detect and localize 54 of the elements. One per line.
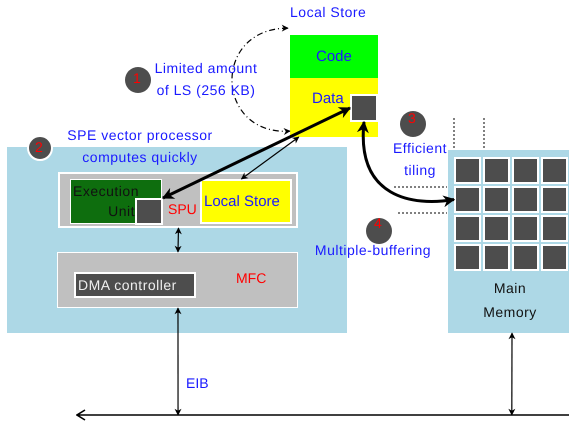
bus-line (76, 409, 569, 421)
arrow (174, 227, 182, 253)
arrow (358, 120, 456, 207)
memory-tile (541, 186, 568, 213)
mfc-box (57, 252, 298, 308)
execution-unit-box (70, 179, 162, 224)
memory-tile (512, 157, 539, 184)
memory-tile (541, 244, 568, 271)
local-store-box (200, 179, 292, 224)
block-title: Local Store (290, 4, 366, 21)
register-block (135, 198, 163, 225)
segment-label: Code (316, 48, 352, 65)
arrow (162, 106, 352, 200)
annotation-text: SPE vector processor computes quickly (66, 126, 214, 167)
memory-tile (483, 244, 510, 271)
memory-tile (483, 157, 510, 184)
unit-label: MFC (236, 270, 266, 287)
callout-circle (400, 111, 426, 137)
memory-tile (454, 157, 481, 184)
data-segment (290, 78, 378, 137)
memory-tile (512, 244, 539, 271)
callout-number: 1 (133, 70, 141, 87)
memory-tile (454, 186, 481, 213)
memory-tile (541, 157, 568, 184)
unit-label: SPU (168, 201, 197, 218)
segment-label: Data (312, 90, 344, 107)
arrow (508, 332, 516, 416)
main-memory-panel (448, 150, 569, 333)
arrow (174, 307, 182, 416)
panel-label: Main Memory (482, 279, 538, 322)
callout-circle (125, 67, 151, 93)
memory-tile (512, 186, 539, 213)
data-block (350, 94, 378, 122)
memory-tile (483, 215, 510, 242)
memory-tile (483, 186, 510, 213)
callout-number: 3 (408, 110, 416, 127)
memory-tile (512, 215, 539, 242)
unit-label: DMA controller (78, 277, 177, 294)
callout-circle (366, 218, 392, 244)
callout-circle (27, 135, 53, 161)
annotation-text: Multiple-buffering (314, 241, 432, 260)
memory-tile (454, 215, 481, 242)
callout-number: 2 (35, 139, 43, 156)
callout-number: 4 (374, 215, 382, 232)
memory-tile (454, 244, 481, 271)
annotation-text: Efficient tiling (392, 139, 448, 180)
arrow (240, 136, 300, 180)
unit-label: Local Store (204, 193, 280, 210)
arrow (231, 25, 291, 134)
annotation-text: Limited amount of LS (256 KB) (154, 59, 258, 100)
dma-controller-box (74, 272, 196, 298)
spu-box (58, 172, 298, 228)
memory-tile (541, 215, 568, 242)
code-segment (290, 35, 378, 78)
